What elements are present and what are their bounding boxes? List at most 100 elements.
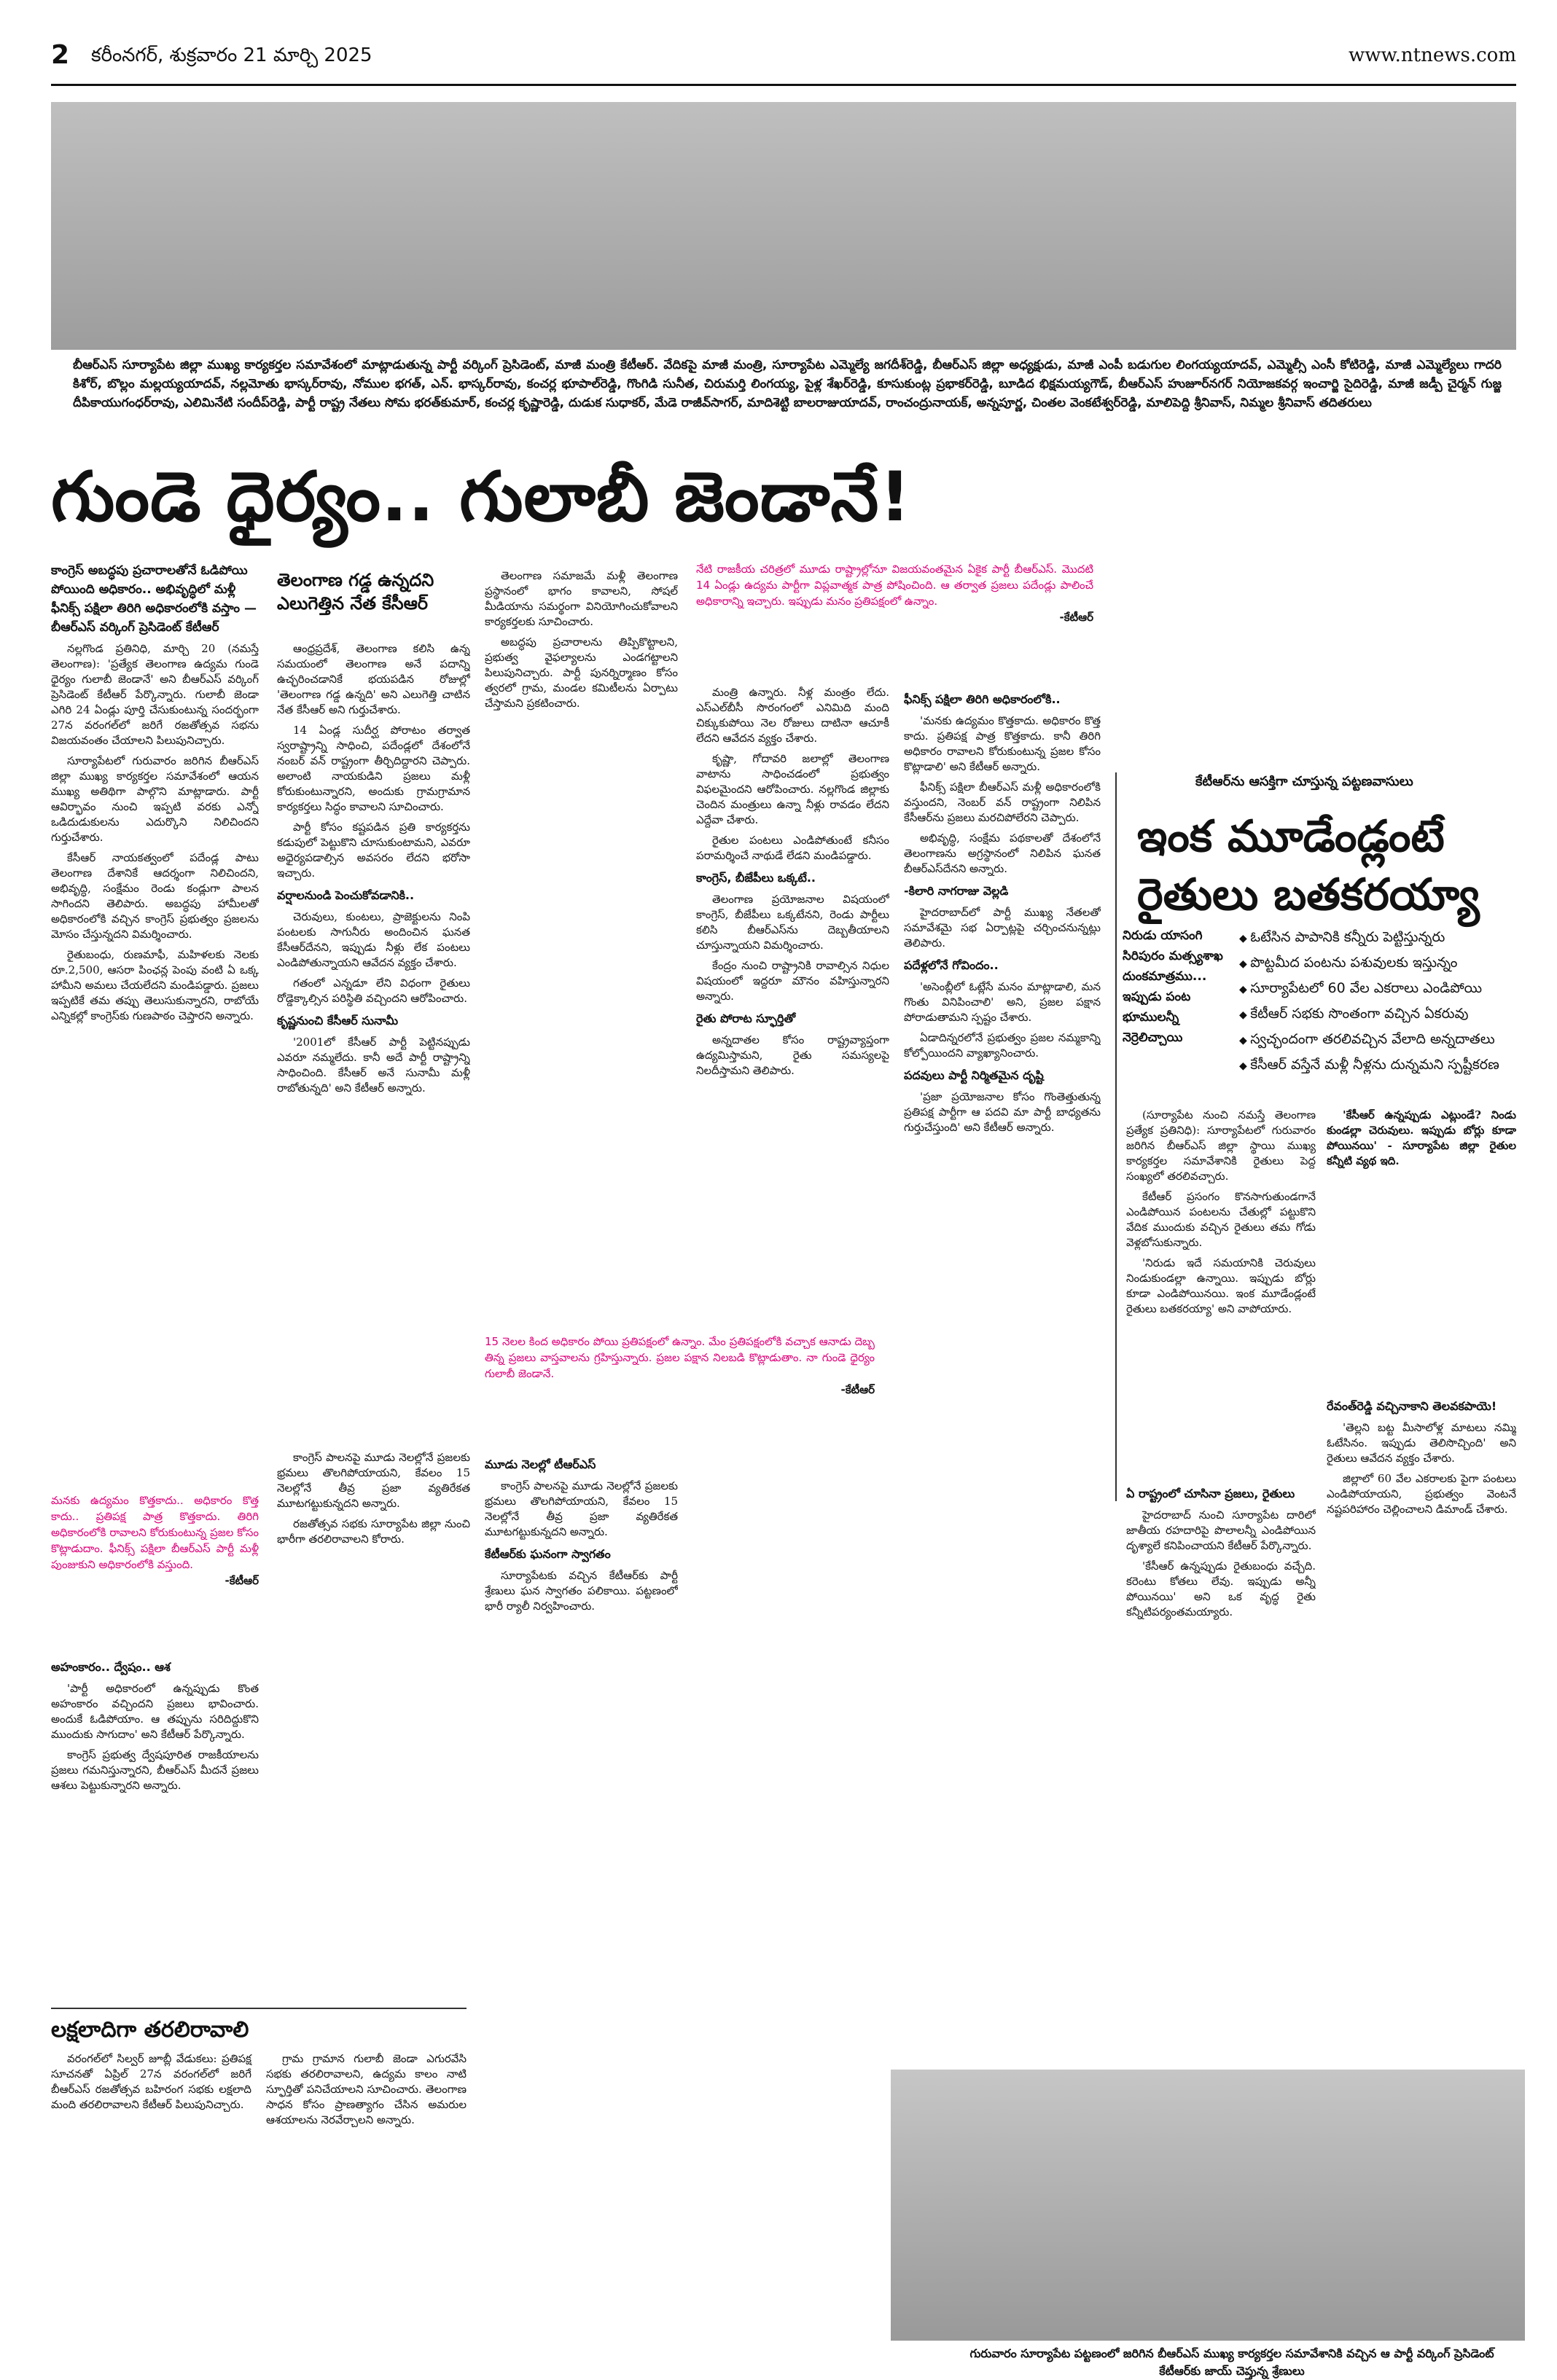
second-headline-line-1: ఇంక మూడేండ్లంటే — [1137, 811, 1445, 862]
paragraph: హైదరాబాద్‌లో పార్టీ ముఖ్య నేతలతో సమావేశమ… — [904, 906, 1101, 950]
subheading: పదవులు పార్టీ నిర్మితమైన దృష్టి — [904, 1068, 1044, 1082]
paragraph: గ్రామ గ్రామాన గులాబీ జెండా ఎగురవేసి సభకు… — [266, 2052, 467, 2126]
paragraph: రజతోత్సవ సభకు సూర్యాపేట జిల్లా నుంచి భార… — [277, 1517, 470, 1546]
paragraph: 'మనకు ఉద్యమం కొత్తకాదు. అధికారం కొత్త కా… — [904, 714, 1101, 773]
paragraph: 'నిరుడు ఇదే సమయానికి చెరువులు నిండుకుండల… — [1126, 1256, 1316, 1315]
paragraph: రైతుబంధు, రుణమాఫీ, మహిళలకు నెలకు రూ.2,50… — [51, 948, 259, 1022]
subheading: కృష్ణనుంచి కేసీఆర్ సునామీ — [277, 1014, 399, 1027]
second-headline: ఇంక మూడేండ్లంటే రైతులు బతకరయ్యా — [1137, 807, 1516, 924]
paragraph: అన్నదాతల కోసం రాష్ట్రవ్యాప్తంగా ఉద్యమిస్… — [696, 1033, 889, 1077]
pull-quote-1: మనకు ఉద్యమం కొత్తకాదు.. అధికారం కొత్త కా… — [51, 1492, 259, 1638]
paragraph: అభివృద్ధి, సంక్షేమ పథకాలతో దేశంలోనే తెలం… — [904, 831, 1101, 875]
paragraph: '2001లో కేసీఆర్ పార్టీ పెట్టినప్పుడు ఎవర… — [277, 1036, 470, 1095]
paragraph: 'కేసీఆర్ ఉన్నప్పుడు రైతుబంధు వచ్చేది. కర… — [1126, 1559, 1316, 1618]
subheading: ఫీనిక్స్ పక్షిలా తిరిగి అధికారంలోకి.. — [904, 692, 1061, 706]
second-headline-line-2: రైతులు బతకరయ్యా — [1137, 869, 1480, 920]
third-headline: లక్షలాదిగా తరలిరావాలి — [51, 2017, 249, 2043]
paragraph: కేంద్రం నుంచి రాష్ట్రానికి రావాల్సిన నిధ… — [696, 959, 889, 1003]
main-photo — [51, 102, 1516, 350]
second-kicker: కేటీఆర్‌ను ఆసక్తిగా చూస్తున్న పట్టణవాసుల… — [1195, 774, 1413, 789]
column-2-title: తెలంగాణ గడ్డ ఉన్నదని ఎలుగెత్తిన నేత కేసీ… — [277, 570, 434, 614]
pull-quote-text: 15 నెలల కింద అధికారం పోయి ప్రతిపక్షంలో ఉ… — [485, 1335, 875, 1380]
paragraph: తెలంగాణ సమాజమే మళ్లీ తెలంగాణ ప్రస్థానంలో… — [485, 569, 678, 628]
paragraph: వరంగల్‌లో సిల్వర్ జూబ్లీ వేడుకలు: ప్రతిప… — [51, 2052, 251, 2111]
second-photo-caption: గురువారం సూర్యాపేట పట్టణంలో జరిగిన బీఆర్… — [969, 2346, 1494, 2378]
paragraph: 14 ఏండ్ల సుదీర్ఘ పోరాటం తర్వాత స్వరాష్ట్… — [277, 724, 470, 813]
paragraph: కేటీఆర్ ప్రసంగం కొనసాగుతుండగానే ఎండిపోయి… — [1126, 1190, 1316, 1249]
paragraph: హైదరాబాద్ నుంచి సూర్యాపేట దారిలో జాతీయ ర… — [1126, 1508, 1316, 1552]
pull-quote-text: నేటి రాజకీయ చరిత్రలో మూడు రాష్ట్రాల్లోనూ… — [696, 563, 1093, 608]
paragraph: ఫీనిక్స్ పక్షిలా బీఆర్‌ఎస్ మళ్లీ అధికారం… — [904, 780, 1101, 824]
pull-quote-signature: -కేటీఆర్ — [840, 1383, 875, 1396]
paragraph: ఏడాదిన్నరలోనే ప్రభుత్వం ప్రజల నమ్మకాన్ని… — [904, 1031, 1101, 1060]
divider — [51, 2008, 467, 2009]
subheading: ఏ రాష్ట్రంలో చూసినా ప్రజలు, రైతులు — [1126, 1487, 1295, 1500]
second-quote-box: 'కేసీఆర్ ఉన్నప్పుడు ఎట్లుండే? నిండు కుండ… — [1327, 1108, 1516, 1385]
paragraph: ఆంధ్రప్రదేశ్, తెలంగాణ కలిసి ఉన్న సమయంలో … — [277, 642, 470, 716]
bullet-item: కేసీఆర్ వస్తేనే మళ్లీ నీళ్లను దున్నమని స… — [1239, 1053, 1516, 1079]
pull-quote-2: 15 నెలల కింద అధికారం పోయి ప్రతిపక్షంలో ఉ… — [485, 1334, 875, 1443]
paragraph: కాంగ్రెస్ ప్రభుత్వ ద్వేషపూరిత రాజకీయాలను… — [51, 1748, 259, 1792]
subheading: కేటీఆర్‌కు ఘనంగా స్వాగతం — [485, 1547, 611, 1561]
article-column-1: నల్లగొండ ప్రతినిధి, మార్చి 20 (నమస్తే తె… — [51, 641, 259, 1494]
article-column-1-lower: అహంకారం.. ద్వేషం.. ఆశ 'పార్టీ అధికారంలో … — [51, 1653, 259, 2003]
page-number: 2 — [51, 40, 70, 70]
paragraph: కాంగ్రెస్ పాలనపై మూడు నెలల్లోనే ప్రజలకు … — [277, 1451, 470, 1510]
pull-quote-signature: -కేటీఆర్ — [225, 1574, 259, 1587]
paragraph: కాంగ్రెస్ పాలనపై మూడు నెలల్లోనే ప్రజలకు … — [485, 1479, 678, 1538]
second-column-a: (సూర్యాపేట నుంచి నమస్తే తెలంగాణ ప్రత్యేక… — [1126, 1108, 1316, 1472]
subheading: పదేళ్లలోనే గోవిందం.. — [904, 958, 999, 972]
paragraph: రైతుల పంటలు ఎండిపోతుంటే కనీసం పరామర్శించ… — [696, 834, 889, 862]
paragraph: 'ప్రజా ప్రయోజనాల కోసం గొంతెత్తుతున్న ప్ర… — [904, 1090, 1101, 1134]
paragraph: కృష్ణా, గోదావరి జలాల్లో తెలంగాణ వాటాను స… — [696, 752, 889, 826]
subheading: కాంగ్రెస్, బీజేపీలు ఒక్కటే.. — [696, 871, 816, 885]
second-story-photo — [891, 2070, 1525, 2341]
bullet-item: కేటీఆర్ సభకు సొంతంగా వచ్చిన ఏకరువు — [1239, 1002, 1516, 1027]
paragraph: చెరువులు, కుంటలు, ప్రాజెక్టులను నింపి పం… — [277, 910, 470, 969]
second-side-deck: నిరుడు యాసంగి సిరిపురం మత్స్యశాఖ దుంకమాత… — [1123, 928, 1223, 1045]
paragraph: కేసీఆర్ నాయకత్వంలో పదేండ్ల పాటు తెలంగాణ … — [51, 851, 259, 941]
article-column-4: మంత్రి ఉన్నారు. నీళ్ల మంత్రం లేదు. ఎస్‌ఎ… — [696, 685, 889, 2339]
pull-quote-text: మనకు ఉద్యమం కొత్తకాదు.. అధికారం కొత్త కా… — [51, 1494, 259, 1571]
website-url: www.ntnews.com — [1348, 44, 1516, 66]
paragraph: 'తెల్లని బట్ట మీసాలోళ్ల మాటలు నమ్మి ఓటేస… — [1327, 1421, 1516, 1465]
article-column-5: ఫీనిక్స్ పక్షిలా తిరిగి అధికారంలోకి.. 'మ… — [904, 685, 1101, 1487]
subheading: వర్షాలనుండి పెంచుకోవడానికి.. — [277, 888, 415, 902]
pull-quote-3: నేటి రాజకీయ చరిత్రలో మూడు రాష్ట్రాల్లోనూ… — [696, 561, 1093, 670]
bullet-item: సూర్యాపేటలో 60 వేల ఎకరాలు ఎండిపోయి — [1239, 976, 1516, 1002]
paragraph: మంత్రి ఉన్నారు. నీళ్ల మంత్రం లేదు. ఎస్‌ఎ… — [696, 686, 889, 745]
paragraph: గతంలో ఎన్నడూ లేని విధంగా రైతులు రోడ్డెక్… — [277, 976, 470, 1005]
paragraph: పార్టీ కోసం కష్టపడిన ప్రతి కార్యకర్తను క… — [277, 821, 470, 880]
article-column-2: ఆంధ్రప్రదేశ్, తెలంగాణ కలిసి ఉన్న సమయంలో … — [277, 641, 470, 1326]
paragraph: (సూర్యాపేట నుంచి నమస్తే తెలంగాణ ప్రత్యేక… — [1126, 1108, 1316, 1183]
page-header: 2 కరీంనగర్, శుక్రవారం 21 మార్చి 2025 www… — [51, 40, 1516, 86]
main-deck: కాంగ్రెస్ అబద్ధపు ప్రచారాలతోనే ఓడిపోయి ప… — [51, 563, 257, 635]
divider — [1115, 772, 1117, 1501]
quote-text: 'కేసీఆర్ ఉన్నప్పుడు ఎట్లుండే? నిండు కుండ… — [1327, 1108, 1516, 1167]
paragraph: జిల్లాలో 60 వేల ఎకరాలకు పైగా పంటలు ఎండిప… — [1327, 1472, 1516, 1516]
subheading: -కిలారి నాగరాజు వెల్లడి — [904, 884, 1009, 898]
second-bullet-list: ఓటేసిన పాపానికి కన్నీరు పెట్టిస్తున్నరు … — [1239, 925, 1516, 1079]
subheading: రేవంత్‌రెడ్డి వచ్చినాకాని తెలవకపాయె! — [1327, 1399, 1497, 1413]
paragraph: నల్లగొండ ప్రతినిధి, మార్చి 20 (నమస్తే తె… — [51, 642, 259, 747]
article-column-3: తెలంగాణ సమాజమే మళ్లీ తెలంగాణ ప్రస్థానంలో… — [485, 568, 678, 1326]
subheading: అహంకారం.. ద్వేషం.. ఆశ — [51, 1660, 171, 1674]
second-column-c: రేవంత్‌రెడ్డి వచ్చినాకాని తెలవకపాయె! 'తె… — [1327, 1392, 1516, 2048]
third-story-body: వరంగల్‌లో సిల్వర్ జూబ్లీ వేడుకలు: ప్రతిప… — [51, 2051, 467, 2343]
subheading: రైతు పోరాట స్ఫూర్తితో — [696, 1011, 796, 1025]
bullet-item: ఓటేసిన పాపానికి కన్నీరు పెట్టిస్తున్నరు — [1239, 925, 1516, 951]
article-column-2-lower: కాంగ్రెస్ పాలనపై మూడు నెలల్లోనే ప్రజలకు … — [277, 1450, 470, 2004]
main-headline: గుండె ధైర్యం.. గులాబీ జెండానే! — [51, 458, 912, 537]
paragraph: సూర్యాపేటలో గురువారం జరిగిన బీఆర్‌ఎస్ జి… — [51, 754, 259, 844]
subheading: మూడు నెలల్లో టీఆర్‌ఎస్ — [485, 1457, 596, 1471]
bullet-item: పొట్టమీద పంటను పశువులకు ఇస్తున్నం — [1239, 951, 1516, 976]
pull-quote-signature: -కేటీఆర్ — [1059, 611, 1093, 624]
article-column-3-lower: మూడు నెలల్లో టీఆర్‌ఎస్ కాంగ్రెస్ పాలనపై … — [485, 1450, 678, 2339]
paragraph: 'పార్టీ అధికారంలో ఉన్నప్పుడు కొంత అహంకార… — [51, 1682, 259, 1741]
main-photo-caption: బీఆర్‌ఎస్ సూర్యాపేట జిల్లా ముఖ్య కార్యకర… — [73, 358, 1502, 410]
paragraph: అబద్ధపు ప్రచారాలను తిప్పికొట్టాలని, ప్రభ… — [485, 635, 678, 710]
paragraph: 'అసెంబ్లీలో ఓట్లేసే మనం మాట్లాడాలి, మన గ… — [904, 980, 1101, 1024]
paragraph: తెలంగాణ ప్రయోజనాల విషయంలో కాంగ్రెస్, బీజ… — [696, 893, 889, 952]
bullet-item: స్వచ్ఛందంగా తరలివచ్చిన వేలాది అన్నదాతలు — [1239, 1027, 1516, 1053]
second-column-b: ఏ రాష్ట్రంలో చూసినా ప్రజలు, రైతులు హైదరా… — [1126, 1479, 1316, 1989]
